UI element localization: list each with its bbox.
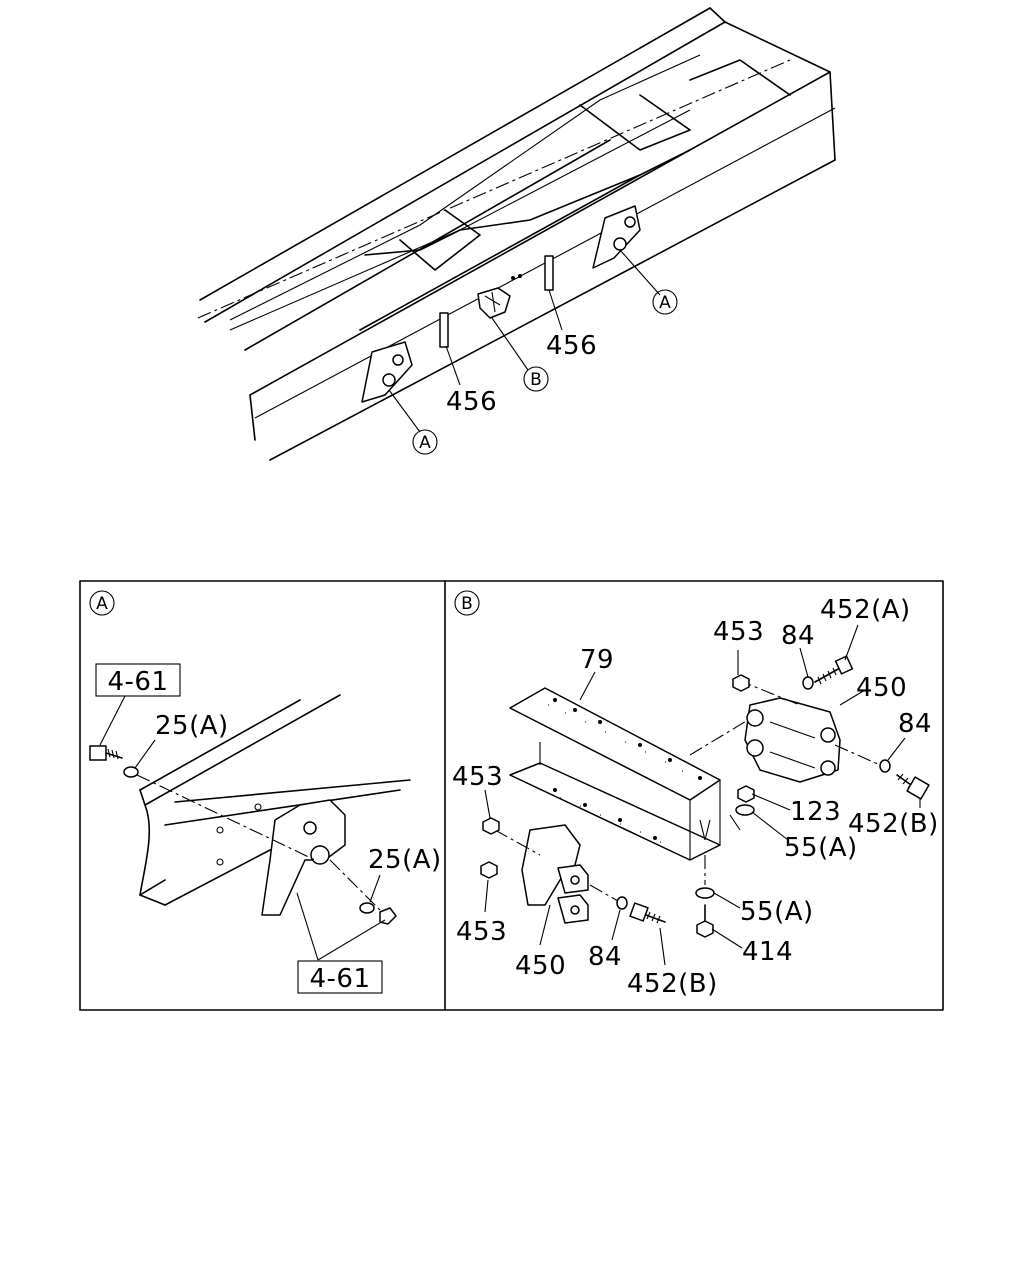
label-453-left-lower: 453 [456,917,507,947]
label-450-right: 450 [856,673,907,703]
label-414: 414 [742,937,793,967]
label-123: 123 [790,797,841,827]
stiffener-left [439,312,449,348]
washer-55a-lower [695,887,715,899]
overview-callout-b: B [523,366,549,392]
label-456-left: 456 [446,387,497,417]
nut-453-upper [732,674,750,692]
ref-box-bottom [297,960,383,994]
svg-text:B: B [461,594,473,614]
bracket-450-right [744,697,841,783]
frame-overview: A A B 456 456 [197,7,836,461]
washer-55a-upper [735,804,755,816]
overview-callout-a-1: A [412,429,438,455]
label-452b-right: 452(B) [848,809,939,839]
nut-123 [737,785,755,803]
washer-84-right [879,759,891,773]
detail-a-panel: A 4-61 4-6 [89,590,442,994]
washer-25a-upper [123,766,139,778]
frame-hanger-b [477,274,522,319]
overview-callout-a-2: A [652,289,678,315]
washer-84-upper [802,676,814,690]
label-79: 79 [580,645,614,675]
label-84-upper: 84 [781,621,815,651]
label-84-right: 84 [898,709,932,739]
detail-a-bolt [89,745,123,761]
label-84-lower: 84 [588,942,622,972]
ref-box-bottom-label: 4-61 [309,964,370,994]
bolt-452b-lower [629,902,666,924]
bolt-452a [814,655,854,685]
nut-453-left-upper [482,817,500,835]
label-452a: 452(A) [820,595,911,625]
svg-text:B: B [530,370,542,390]
svg-text:A: A [659,293,671,313]
plate-79 [509,687,721,861]
ref-box-top [95,663,181,697]
bolt-414 [696,904,714,938]
detail-a-header: A [89,590,115,616]
bracket-450-left [521,824,589,924]
detail-b-header: B [454,590,480,616]
label-452b-lower: 452(B) [627,969,718,999]
detail-panels-border [79,580,944,1011]
frame-bracket-right [592,205,641,269]
label-453-upper: 453 [713,617,764,647]
frame-bracket-left [361,341,413,403]
ref-box-top-label: 4-61 [107,667,168,697]
label-55a-lower: 55(A) [740,897,814,927]
detail-b-panel: B 79 [452,590,939,999]
label-456-right: 456 [546,331,597,361]
nut-453-left-lower [480,861,498,879]
bolt-452b-right [896,773,930,800]
label-55a-upper: 55(A) [784,833,858,863]
washer-25a-lower [359,902,375,914]
washer-84-lower [616,896,628,910]
svg-text:A: A [96,594,108,614]
label-25a-upper: 25(A) [155,711,229,741]
detail-a-bracket [261,799,346,916]
label-450-left: 450 [515,951,566,981]
label-25a-lower: 25(A) [368,845,442,875]
label-453-left-upper: 453 [452,762,503,792]
stiffener-right [544,255,554,291]
svg-text:A: A [419,433,431,453]
